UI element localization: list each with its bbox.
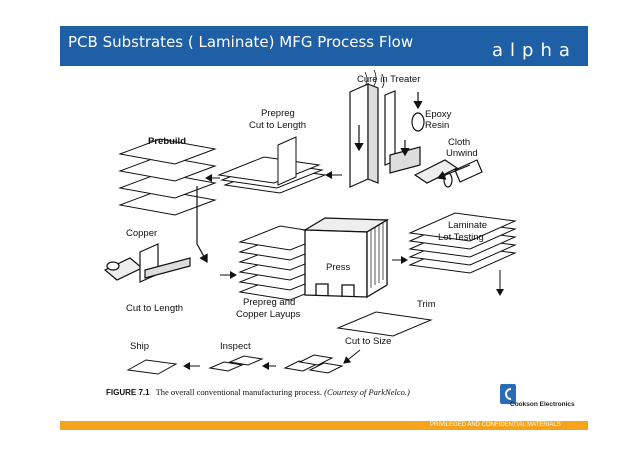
label-epoxy: Epoxy xyxy=(425,109,452,120)
label-laminate: Laminate xyxy=(448,220,487,231)
label-unwind: Unwind xyxy=(446,148,478,159)
label-inspect: Inspect xyxy=(220,341,251,352)
label-ship: Ship xyxy=(130,341,149,352)
figure-credit: (Courtesy of ParkNelco.) xyxy=(324,387,410,397)
header-bar xyxy=(60,26,588,66)
figure-caption: FIGURE 7.1 The overall conventional manuf… xyxy=(106,387,410,397)
label-trim: Trim xyxy=(417,299,436,310)
label-copper: Copper xyxy=(126,228,157,239)
label-resin: Resin xyxy=(425,120,449,131)
cloth-unwind-rollers xyxy=(413,159,483,188)
company-name: Cookson Electronics xyxy=(510,401,575,408)
alpha-logo: alpha xyxy=(492,40,577,61)
figure-caption-text: The overall conventional manufacturing p… xyxy=(155,387,322,397)
treater-tower xyxy=(349,70,396,188)
inspect-pieces xyxy=(208,355,276,372)
trim-sheet xyxy=(336,311,433,337)
label-lot-testing: Lot Testing xyxy=(438,232,484,243)
laminate-lot-stack xyxy=(392,212,517,296)
label-prepreg: Prepreg xyxy=(261,108,295,119)
copper-cut-stack xyxy=(103,186,208,283)
figure-number: FIGURE 7.1 xyxy=(106,388,150,397)
epoxy-resin-tank xyxy=(389,92,425,174)
label-copper-layups: Copper Layups xyxy=(236,309,301,320)
prepreg-cut-stack xyxy=(217,136,342,194)
label-cloth: Cloth xyxy=(448,137,470,148)
ship-pieces xyxy=(126,359,200,375)
prebuild-stack xyxy=(118,138,220,216)
process-flow-diagram: Cure in Treater Epoxy Resin Cloth Unwind… xyxy=(103,70,517,375)
cookson-logo-icon xyxy=(500,384,516,404)
label-press: Press xyxy=(326,262,351,273)
page-title: PCB Substrates ( Laminate) MFG Process F… xyxy=(68,33,414,51)
label-cut-to-length-bottom: Cut to Length xyxy=(126,303,183,314)
label-prebuild: Prebuild xyxy=(148,136,186,147)
cut-to-size-pieces xyxy=(283,349,361,374)
label-cut-to-length-top: Cut to Length xyxy=(249,120,306,131)
footer-bar xyxy=(60,421,588,430)
footer-confidential-text: PRIVILEGED AND CONFIDENTIAL MATERIALS xyxy=(430,422,561,428)
label-cut-to-size: Cut to Size xyxy=(345,336,391,347)
label-cure-in-treater: Cure in Treater xyxy=(357,74,420,85)
press-machine xyxy=(302,217,390,299)
label-prepreg-and: Prepreg and xyxy=(243,297,295,308)
